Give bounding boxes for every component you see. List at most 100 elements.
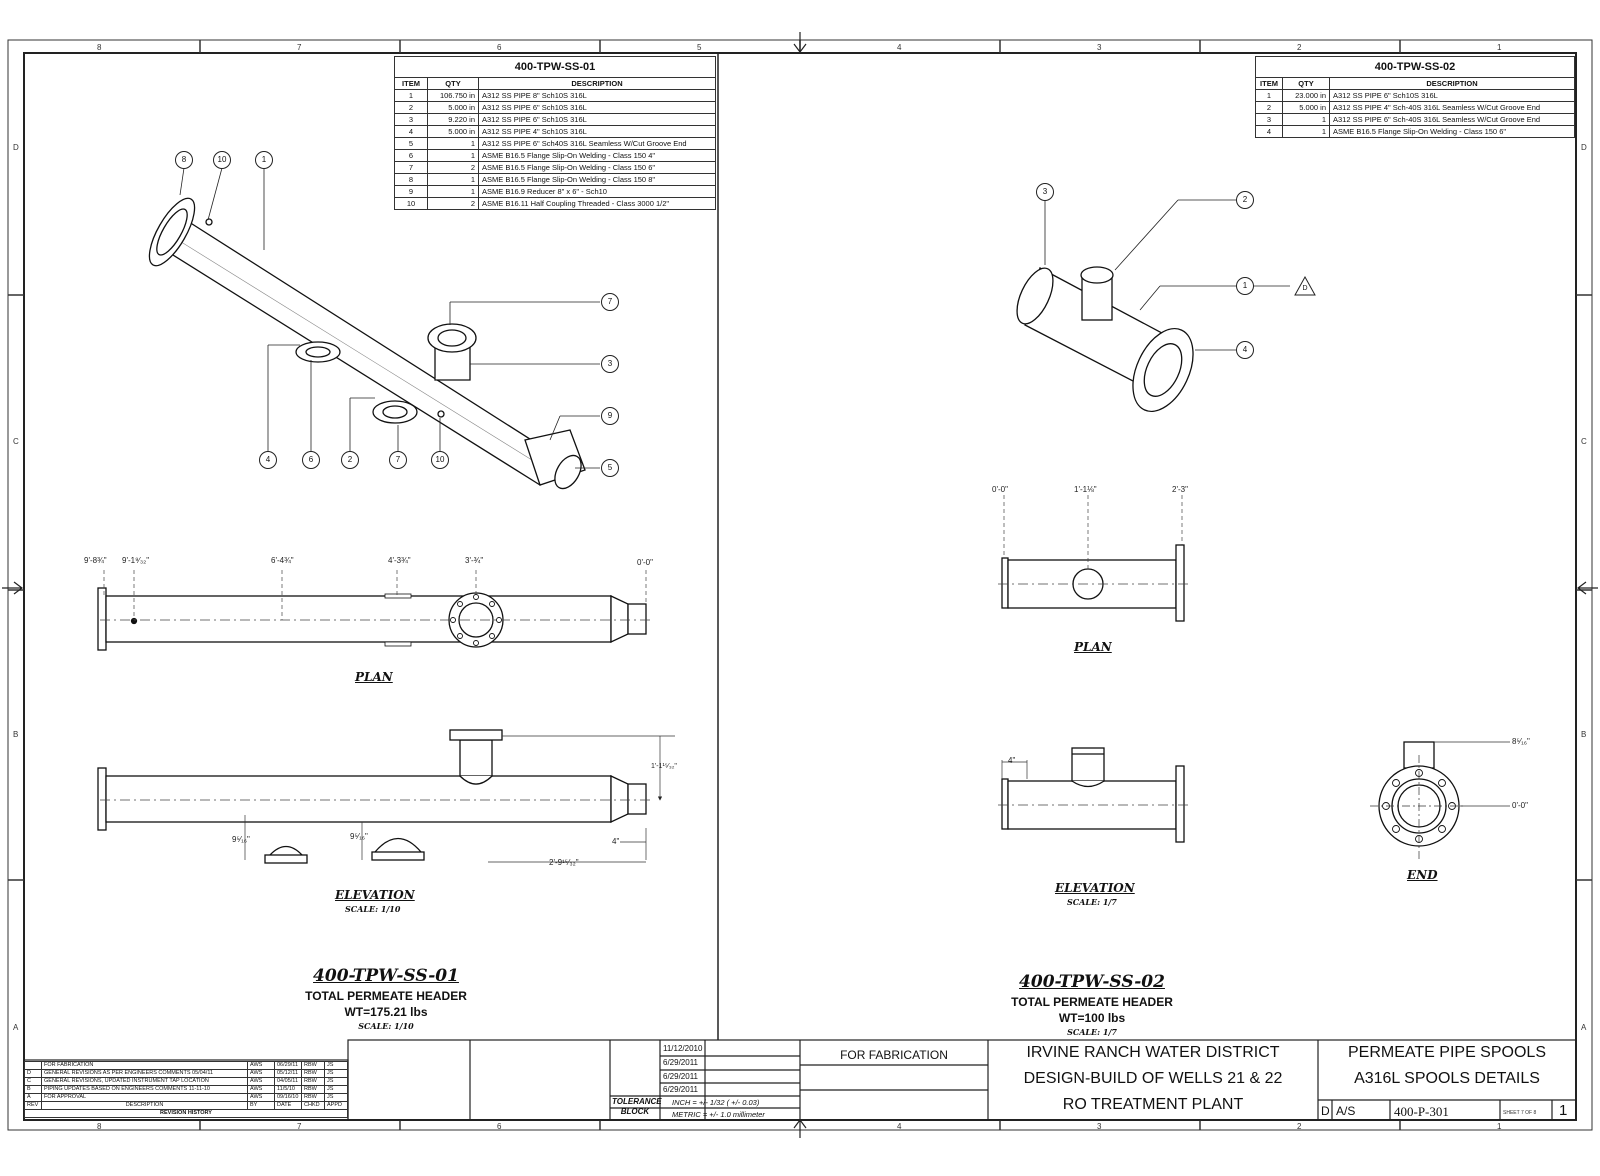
left-item-balloon: 10 bbox=[213, 151, 231, 169]
right-elevation-label: ELEVATION bbox=[1055, 881, 1135, 895]
zone-col-1-bottom: 1 bbox=[1497, 1122, 1502, 1131]
zone-col-2: 2 bbox=[1297, 43, 1302, 52]
right-iso-leaders bbox=[1044, 199, 1290, 351]
revision-cell-rev: C bbox=[24, 1077, 42, 1086]
left-item-balloon: 4 bbox=[259, 451, 277, 469]
bom-cell-desc: ASME B16.5 Flange Slip-On Welding - Clas… bbox=[478, 173, 716, 186]
revision-cell-by: AWS bbox=[247, 1069, 275, 1078]
bom-cell-qty: 1 bbox=[1282, 125, 1330, 138]
bom-cell-qty: 5.000 in bbox=[1282, 101, 1330, 114]
bom-cell-qty: 2 bbox=[427, 161, 479, 174]
zone-row-a-right: A bbox=[1581, 1023, 1587, 1032]
rev-header-by: BY bbox=[247, 1101, 275, 1110]
left-item-balloon: 10 bbox=[431, 451, 449, 469]
zone-col-2-bottom: 2 bbox=[1297, 1122, 1302, 1131]
bom-cell-desc: ASME B16.5 Flange Slip-On Welding - Clas… bbox=[478, 161, 716, 174]
bom-header-item: ITEM bbox=[1255, 77, 1283, 90]
right-plan-ticks bbox=[1003, 495, 1183, 569]
right-elevation-scale: SCALE: 1/7 bbox=[1067, 897, 1117, 907]
right-item-balloon: 1 bbox=[1236, 277, 1254, 295]
left-item-balloon: 8 bbox=[175, 151, 193, 169]
spool-scale: SCALE: 1/10 bbox=[358, 1021, 414, 1031]
bom-header-qty: QTY bbox=[1282, 77, 1330, 90]
bom-cell-item: 2 bbox=[1255, 101, 1283, 114]
bom-cell-item: 4 bbox=[1255, 125, 1283, 138]
revision-cell-by: AWS bbox=[247, 1077, 275, 1086]
zone-col-7: 7 bbox=[297, 43, 302, 52]
bom-cell-desc: ASME B16.5 Flange Slip-On Welding - Clas… bbox=[1329, 125, 1575, 138]
left-item-balloon: 2 bbox=[341, 451, 359, 469]
zone-col-4-bottom: 4 bbox=[897, 1122, 902, 1131]
revision-cell-date: 11/5/10 bbox=[274, 1085, 302, 1094]
bom-cell-qty: 23.000 in bbox=[1282, 89, 1330, 102]
bom-header-description: DESCRIPTION bbox=[478, 77, 716, 90]
right-isometric-view bbox=[1016, 266, 1194, 413]
revision-cell-appd: JS bbox=[324, 1069, 348, 1078]
revision-cell-appd: JS bbox=[324, 1085, 348, 1094]
revision-cell-chkd: RBW bbox=[301, 1093, 325, 1102]
left-elev-dim-1: 1'-1¹⁵⁄₃₂" bbox=[651, 763, 677, 770]
left-plan-dim-5: 3'-¾" bbox=[465, 556, 484, 565]
revision-cell-date: 06/29/11 bbox=[274, 1061, 302, 1070]
zone-col-3-bottom: 3 bbox=[1097, 1122, 1102, 1131]
zone-col-4: 4 bbox=[897, 43, 902, 52]
revision-number: 1 bbox=[1559, 1102, 1568, 1119]
revision-cell-rev: B bbox=[24, 1085, 42, 1094]
bom-cell-item: 1 bbox=[394, 89, 428, 102]
bom-cell-item: 5 bbox=[394, 137, 428, 150]
sheet-scale: A/S bbox=[1336, 1104, 1356, 1118]
bom-cell-item: 4 bbox=[394, 125, 428, 138]
right-plan-label: PLAN bbox=[1074, 640, 1112, 654]
zone-col-7-bottom: 7 bbox=[297, 1122, 302, 1131]
left-plan-label: PLAN bbox=[355, 670, 393, 684]
left-item-balloon: 7 bbox=[389, 451, 407, 469]
bom-cell-qty: 2 bbox=[427, 197, 479, 210]
zone-row-a: A bbox=[13, 1023, 19, 1032]
bom-header-description: DESCRIPTION bbox=[1329, 77, 1575, 90]
bom-cell-desc: A312 SS PIPE 4" Sch10S 316L bbox=[478, 125, 716, 138]
bom-cell-desc: ASME B16.11 Half Coupling Threaded - Cla… bbox=[478, 197, 716, 210]
bom-cell-desc: A312 SS PIPE 4" Sch-40S 316L Seamless W/… bbox=[1329, 101, 1575, 114]
drawing-number: 400-P-301 bbox=[1394, 1104, 1449, 1119]
rev-header-desc: DESCRIPTION bbox=[41, 1101, 248, 1110]
bom-cell-desc: A312 SS PIPE 6" Sch40S 316L Seamless W/C… bbox=[478, 137, 716, 150]
right-item-balloon: 4 bbox=[1236, 341, 1254, 359]
zone-col-5: 5 bbox=[697, 43, 702, 52]
revision-cell-appd: JS bbox=[324, 1061, 348, 1070]
right-item-balloon: 3 bbox=[1036, 183, 1054, 201]
left-spool-title: 400-TPW-SS-01 TOTAL PERMEATE HEADER WT=1… bbox=[256, 966, 516, 1031]
revision-cell-date: 09/16/10 bbox=[274, 1093, 302, 1102]
end-view-dim-2: 0'-0" bbox=[1512, 801, 1528, 810]
revision-cell-appd: JS bbox=[324, 1093, 348, 1102]
spool-weight: WT=100 lbs bbox=[1058, 1011, 1126, 1025]
bom-cell-qty: 1 bbox=[1282, 113, 1330, 126]
revision-cell-by: AWS bbox=[247, 1093, 275, 1102]
left-item-balloon: 5 bbox=[601, 459, 619, 477]
left-item-balloon: 3 bbox=[601, 355, 619, 373]
bom-header-item: ITEM bbox=[394, 77, 428, 90]
rev-header-date: DATE bbox=[274, 1101, 302, 1110]
bom-cell-qty: 106.750 in bbox=[427, 89, 479, 102]
spool-number: 400-TPW-SS-02 bbox=[1019, 972, 1165, 992]
revision-cell-desc: GENERAL REVISIONS, UPDATED INSTRUMENT TA… bbox=[41, 1077, 248, 1086]
end-view-dim-1: 8⁵⁄₁₆" bbox=[1512, 737, 1530, 746]
bom-title: 400-TPW-SS-02 bbox=[1255, 56, 1575, 78]
right-spool-title: 400-TPW-SS-02 TOTAL PERMEATE HEADER WT=1… bbox=[962, 972, 1222, 1037]
bom-cell-qty: 1 bbox=[427, 149, 479, 162]
bom-cell-qty: 1 bbox=[427, 185, 479, 198]
revision-history-title: REVISION HISTORY bbox=[24, 1109, 348, 1118]
revision-cell-rev: D bbox=[24, 1069, 42, 1078]
revision-cell-rev bbox=[24, 1061, 42, 1070]
right-elev-dim bbox=[1001, 760, 1028, 779]
zone-col-8-bottom: 8 bbox=[97, 1122, 102, 1131]
status-for-fabrication: FOR FABRICATION bbox=[840, 1048, 948, 1062]
rev-header-appd: APPD bbox=[324, 1101, 348, 1110]
